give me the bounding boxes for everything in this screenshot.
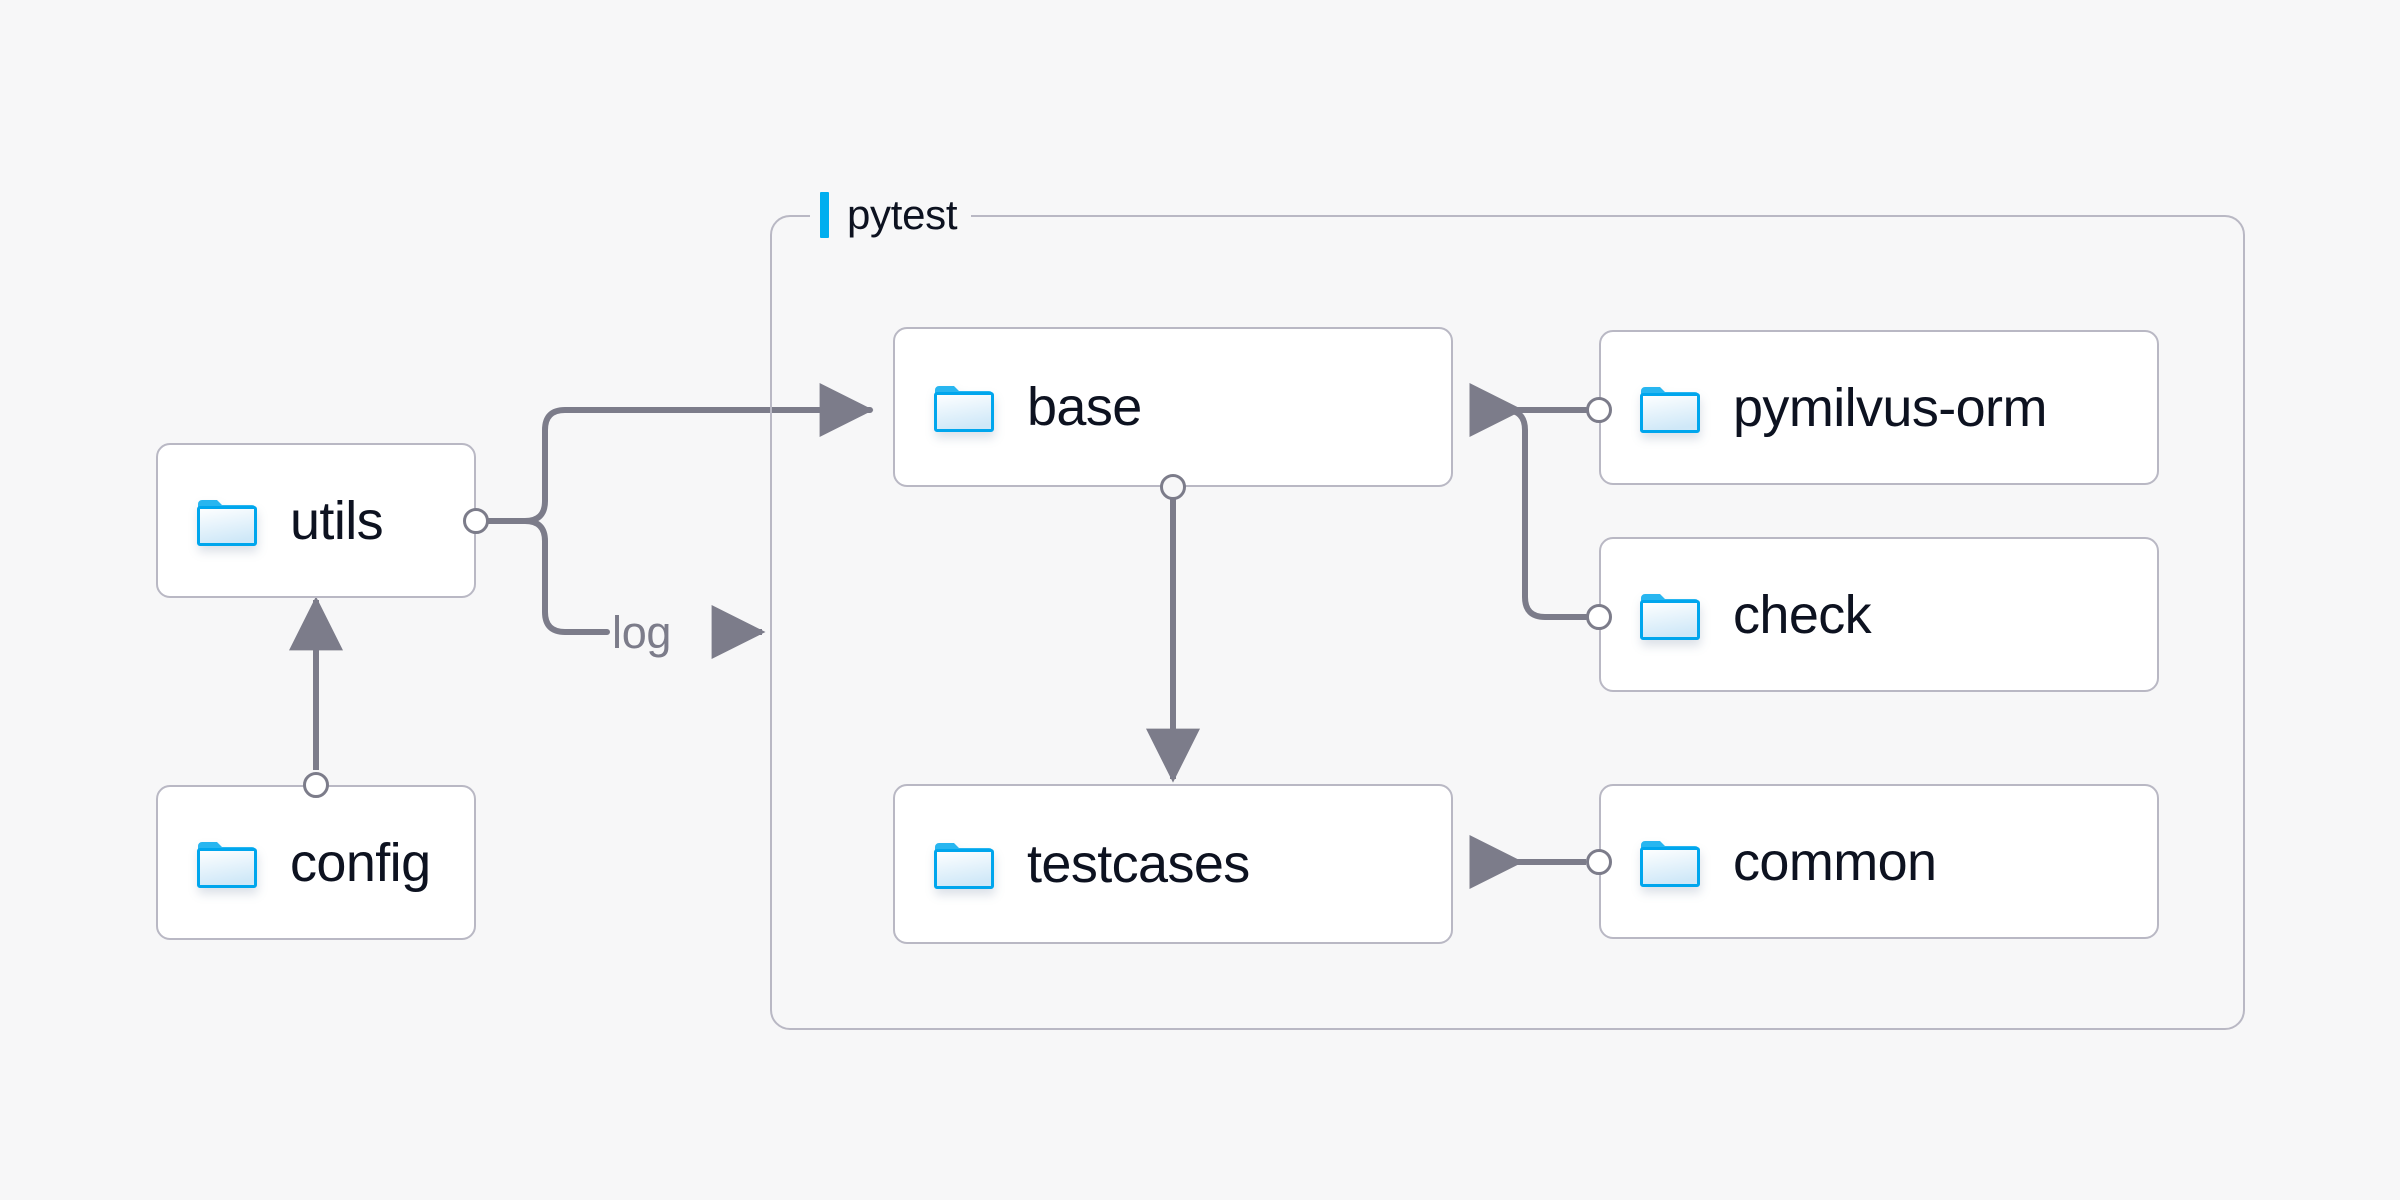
node-testcases[interactable]: testcases [893,784,1453,944]
node-label: testcases [1027,834,1250,894]
folder-icon [933,838,995,890]
node-label: config [290,832,431,893]
node-label: pymilvus-orm [1733,377,2047,438]
folder-icon [1639,589,1701,641]
node-base[interactable]: base [893,327,1453,487]
port-utils-right[interactable] [463,508,489,534]
port-pymilvus-orm-left[interactable] [1586,397,1612,423]
folder-icon [1639,836,1701,888]
accent-bar-icon [820,192,829,238]
node-common[interactable]: common [1599,784,2159,939]
port-base-bottom[interactable] [1160,474,1186,500]
node-config[interactable]: config [156,785,476,940]
port-config-top[interactable] [303,772,329,798]
port-check-left[interactable] [1586,604,1612,630]
folder-icon [196,837,258,889]
node-label: check [1733,584,1872,645]
folder-icon [196,495,258,547]
node-label: common [1733,831,1937,892]
folder-icon [933,381,995,433]
edge-utils-log-branch [486,518,610,635]
node-utils[interactable]: utils [156,443,476,598]
port-common-left[interactable] [1586,849,1612,875]
group-pytest[interactable] [770,215,2245,1030]
edge-label-log: log [612,607,672,658]
folder-icon [1639,382,1701,434]
node-pymilvus-orm[interactable]: pymilvus-orm [1599,330,2159,485]
group-title: pytest [847,191,958,238]
node-label: utils [290,490,384,551]
node-check[interactable]: check [1599,537,2159,692]
group-pytest-label: pytest [810,188,972,242]
node-label: base [1027,377,1142,437]
